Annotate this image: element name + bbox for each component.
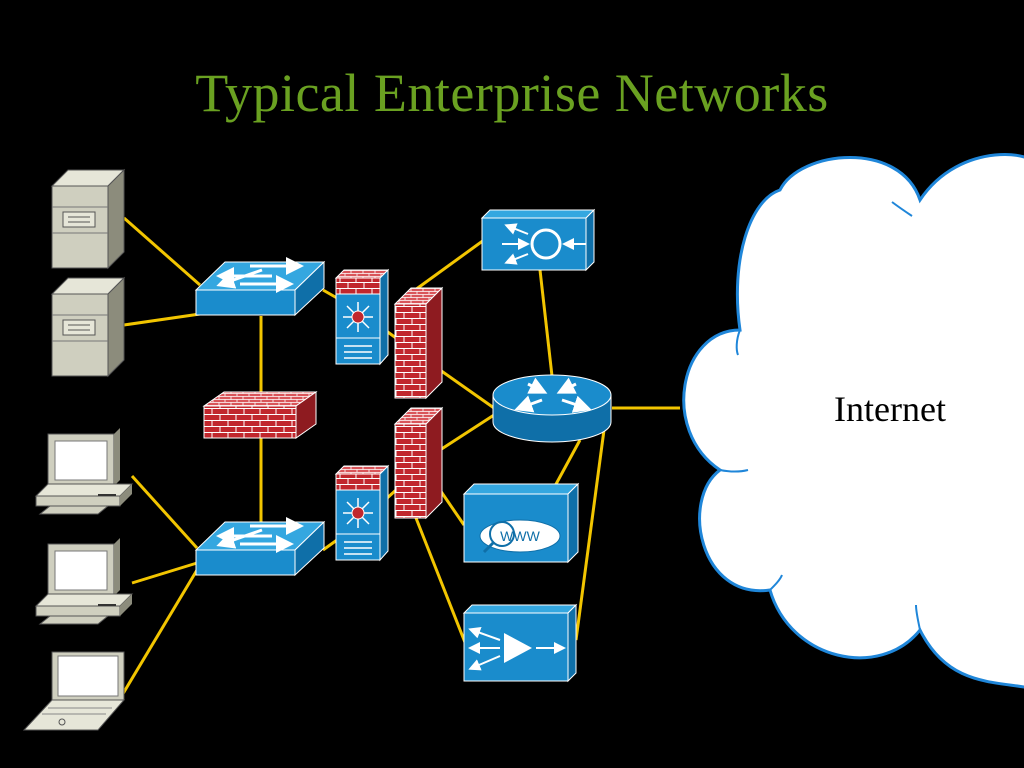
internet-label: Internet bbox=[834, 389, 946, 429]
file-server-2[interactable] bbox=[50, 276, 126, 378]
file-server-1[interactable] bbox=[50, 168, 126, 270]
cloud-inner-arcs bbox=[719, 201, 921, 631]
l3-switch-lower[interactable] bbox=[334, 464, 390, 562]
laptop[interactable] bbox=[22, 651, 126, 731]
l3-switch-upper[interactable] bbox=[334, 268, 390, 366]
link-server2-switch bbox=[123, 312, 201, 327]
load-balancer[interactable] bbox=[462, 603, 578, 683]
brick-firewall-icon bbox=[202, 391, 318, 439]
server-tower-icon bbox=[50, 276, 126, 378]
firewall-upper[interactable] bbox=[393, 286, 444, 400]
firewall-lower[interactable] bbox=[393, 406, 444, 520]
link-server1-switch bbox=[123, 216, 201, 287]
link-l3upper-vpn bbox=[414, 238, 485, 292]
link-switch-l3lower bbox=[322, 538, 338, 552]
content-switch-icon bbox=[462, 603, 578, 683]
internet-cloud bbox=[682, 153, 1024, 689]
switch-upper[interactable] bbox=[194, 257, 326, 317]
workgroup-switch-icon bbox=[194, 257, 326, 317]
edge-router[interactable] bbox=[492, 374, 612, 443]
link-fw-router-lower bbox=[439, 413, 495, 452]
link-fw-www bbox=[438, 489, 466, 526]
link-fw-lb bbox=[414, 517, 468, 646]
brick-firewall-icon bbox=[393, 286, 444, 400]
vpn-concentrator[interactable] bbox=[480, 208, 596, 272]
router-icon bbox=[492, 374, 612, 443]
www-label: WWW bbox=[500, 528, 540, 544]
link-pc1-switch bbox=[130, 474, 199, 550]
vpn-concentrator-icon bbox=[480, 208, 596, 272]
web-server[interactable]: WWW bbox=[462, 482, 580, 564]
internal-firewall[interactable] bbox=[202, 391, 318, 439]
page-title: Typical Enterprise Networks bbox=[195, 63, 829, 123]
link-router-www bbox=[553, 439, 582, 487]
workstation-2[interactable] bbox=[34, 538, 134, 625]
link-pc2-switch bbox=[131, 561, 198, 585]
server-tower-icon bbox=[50, 168, 126, 270]
link-vpn-router bbox=[538, 269, 554, 377]
multilayer-switch-icon bbox=[334, 268, 390, 366]
workstation-1[interactable] bbox=[34, 428, 134, 515]
link-router-lb bbox=[574, 429, 606, 641]
link-laptop-switch bbox=[116, 569, 199, 703]
laptop-icon bbox=[22, 651, 126, 731]
www-server-icon: WWW bbox=[462, 482, 580, 564]
switch-lower[interactable] bbox=[194, 517, 326, 577]
link-switch-l3upper bbox=[322, 288, 338, 300]
multilayer-switch-icon bbox=[334, 464, 390, 562]
desktop-pc-icon bbox=[34, 538, 134, 625]
link-fw-router-upper bbox=[439, 368, 495, 410]
workgroup-switch-icon bbox=[194, 517, 326, 577]
desktop-pc-icon bbox=[34, 428, 134, 515]
brick-firewall-icon bbox=[393, 406, 444, 520]
